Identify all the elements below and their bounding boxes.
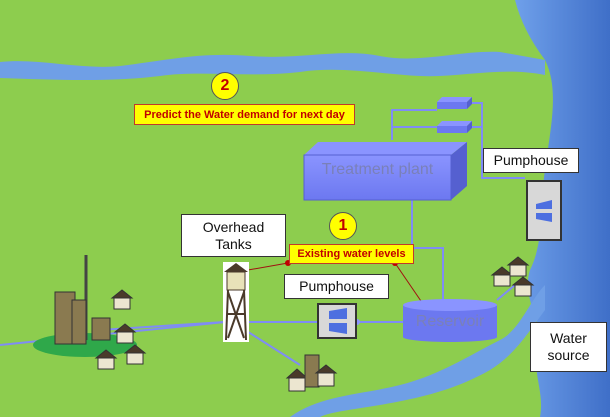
filter-unit-icon bbox=[437, 97, 472, 133]
reservoir-icon bbox=[403, 299, 497, 342]
house-icon bbox=[94, 256, 535, 392]
water-source-label: Water source bbox=[530, 322, 607, 372]
treatment-plant-icon bbox=[303, 142, 467, 201]
river-top bbox=[0, 51, 545, 80]
pumphouse-center-label: Pumphouse bbox=[284, 274, 389, 299]
marker-leaders bbox=[247, 262, 424, 305]
pumphouse-right-label: Pumphouse bbox=[483, 148, 579, 173]
treatment-plant-label: Treatment plant bbox=[321, 161, 434, 178]
overhead-tanks-label: Overhead Tanks bbox=[181, 214, 286, 257]
existing-levels-label: Existing water levels bbox=[289, 244, 414, 264]
city-buildings-icon bbox=[33, 255, 137, 357]
marker-2-badge: 2 bbox=[211, 72, 239, 100]
marker-1-badge: 1 bbox=[329, 212, 357, 240]
water-tower-icon bbox=[223, 262, 249, 342]
pump-icon bbox=[317, 303, 357, 339]
reservoir-label: Reservoir bbox=[415, 313, 485, 330]
river-bottom bbox=[290, 285, 545, 417]
predict-demand-label: Predict the Water demand for next day bbox=[134, 104, 355, 125]
pump-icon bbox=[526, 180, 562, 241]
